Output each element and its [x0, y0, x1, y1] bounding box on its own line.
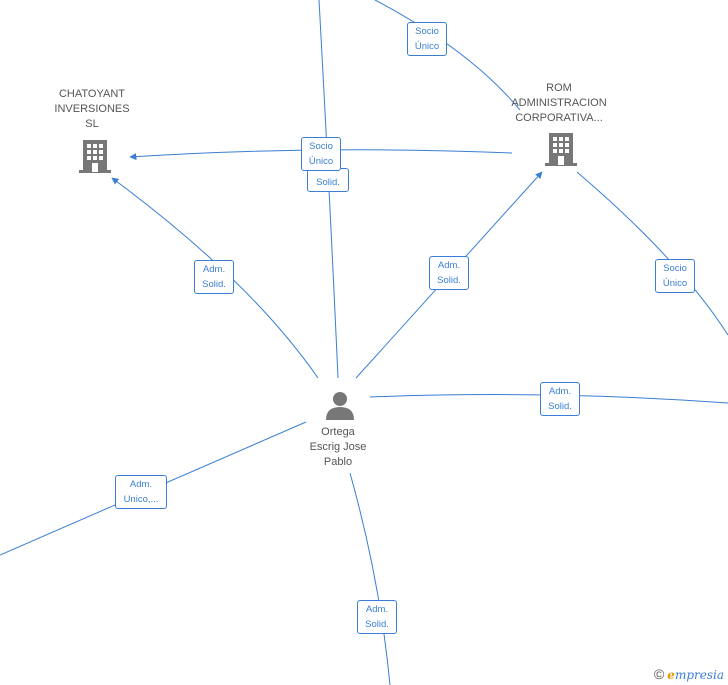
edge-label-line: Socio [309, 141, 333, 152]
node-label-line: CORPORATIVA... [515, 112, 603, 124]
node-label-line: Ortega [321, 426, 355, 438]
edge-label-line: Solid. [316, 177, 340, 188]
edge-label-socio-unico[interactable]: Socio Único [407, 22, 447, 56]
edge-label-line: Unico,... [123, 494, 159, 505]
edge-label-line: Único [662, 278, 688, 289]
node-label-line: SL [85, 118, 99, 130]
edge-label-line: Único [308, 156, 334, 167]
edge-top-to-person [318, 0, 339, 379]
edge-label-line: Adm. [365, 604, 389, 615]
edge-label-socio-unico[interactable]: Socio Único [655, 259, 695, 293]
edge-label-line: Adm. [129, 479, 153, 490]
edge-label-line: Solid. [548, 401, 572, 412]
edge-label-adm-solid[interactable]: Adm. Solid. [194, 260, 234, 294]
edge-label-solid[interactable]: Solid. [307, 168, 349, 192]
edge-label-line: Único [414, 41, 440, 52]
node-label-rom[interactable]: ROM ADMINISTRACION CORPORATIVA... [499, 81, 619, 126]
node-label-line: Pablo [323, 456, 353, 468]
edge-label-line: Socio [415, 26, 439, 37]
edge-label-adm-solid[interactable]: Adm. Solid. [429, 256, 469, 290]
node-label-line: ADMINISTRACION [511, 97, 607, 109]
edge-label-line: Solid. [365, 619, 389, 630]
brand-logo-letter: e [667, 668, 675, 682]
edge-rom-to-right [576, 171, 728, 336]
edge-top-to-rom [374, 0, 521, 111]
edge-label-adm-solid[interactable]: Adm. Solid. [540, 382, 580, 416]
edge-label-adm-solid[interactable]: Adm. Solid. [357, 600, 397, 634]
building-icon[interactable] [545, 131, 577, 167]
edge-label-line: Socio [663, 263, 687, 274]
node-label-line: CHATOYANT [58, 88, 125, 100]
node-label-chatoyant[interactable]: CHATOYANT INVERSIONES SL [32, 87, 152, 132]
edge-label-adm-unico[interactable]: Adm. Unico,... [115, 475, 167, 509]
node-label-line: Escrig Jose [309, 441, 367, 453]
building-icon[interactable] [79, 138, 111, 174]
empresia-watermark: ©empresia [654, 666, 724, 682]
edge-person-to-bottom [349, 472, 391, 685]
node-label-person[interactable]: Ortega Escrig Jose Pablo [278, 425, 398, 470]
person-icon[interactable] [325, 390, 355, 420]
node-label-line: ROM [546, 82, 572, 94]
copyright-icon: © [653, 666, 665, 682]
node-label-line: INVERSIONES [54, 103, 130, 115]
edge-label-line: Adm. [548, 386, 572, 397]
edge-label-line: Adm. [202, 264, 226, 275]
edge-label-line: Adm. [437, 260, 461, 271]
edge-label-line: Solid. [202, 279, 226, 290]
edge-label-line: Solid. [437, 275, 461, 286]
brand-logo-text: mpresia [674, 668, 724, 682]
edge-label-socio-unico[interactable]: Socio Único [301, 137, 341, 171]
